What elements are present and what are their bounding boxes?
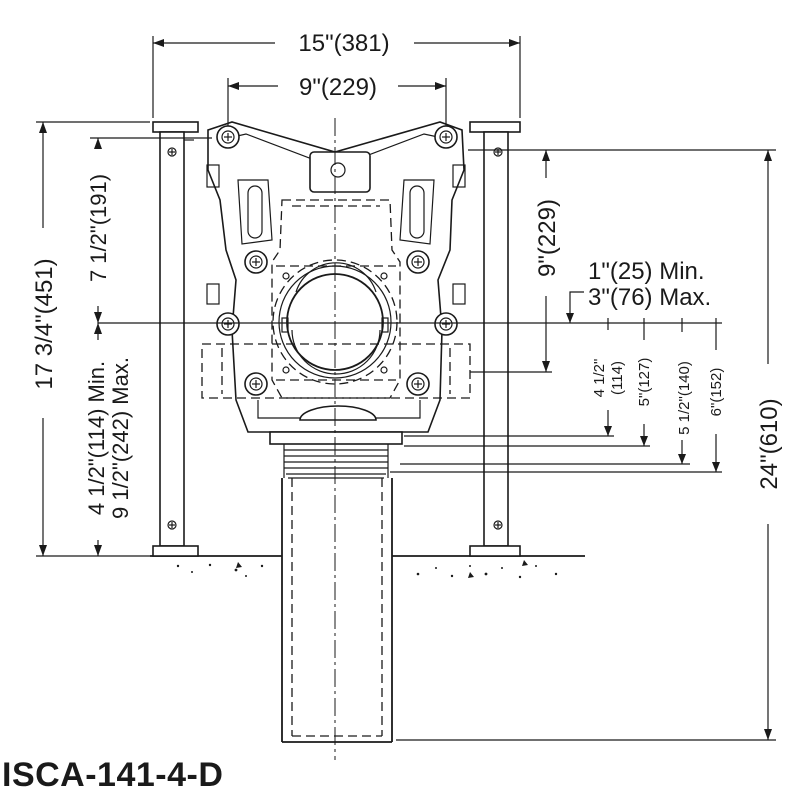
dim-overall-width: 15"(381): [152, 30, 521, 118]
left-upright: [152, 121, 199, 557]
mounting-bolts: [216, 125, 458, 396]
overall-width-label: 15"(381): [298, 30, 389, 57]
drop-4-5-label-a: 4 1/2": [591, 359, 608, 398]
overall-height-label: 24"(610): [756, 398, 783, 489]
outlet-max-label: 3"(76) Max.: [588, 284, 711, 311]
drop-5-label: 5"(127): [636, 358, 653, 407]
frame-height-label: 17 3/4"(451): [31, 258, 58, 389]
outlet-min-label: 1"(25) Min.: [588, 258, 705, 285]
right-upright: [469, 121, 521, 557]
dim-drop-6: 6"(152): [390, 318, 725, 473]
bolt-spacing-label: 9"(229): [299, 74, 377, 101]
upper-mount-label: 7 1/2"(191): [86, 174, 111, 282]
floor-range-max-label: 9 1/2"(242) Max.: [108, 357, 133, 519]
model-number-title: ISCA-141-4-D: [2, 756, 224, 794]
dim-frame-height: 17 3/4"(451): [31, 121, 150, 557]
dim-drop-5-5: 5 1/2"(140): [400, 318, 693, 465]
dim-center-to-top: 9"(229): [468, 149, 776, 373]
center-lines: [98, 118, 722, 760]
dim-floor-range: 4 1/2"(114) Min. 9 1/2"(242) Max.: [84, 323, 133, 556]
dim-overall-height: 24"(610): [396, 150, 783, 741]
drop-5-5-label: 5 1/2"(140): [676, 361, 693, 435]
floor-range-min-label: 4 1/2"(114) Min.: [84, 361, 109, 515]
dim-upper-mount: 7 1/2"(191): [86, 137, 212, 323]
floor-line: [150, 555, 585, 579]
drain-spigot: [269, 405, 403, 479]
dim-drop-5: 5"(127): [404, 318, 653, 447]
drop-6-label: 6"(152): [708, 368, 725, 417]
dim-outlet-range: 1"(25) Min. 3"(76) Max.: [566, 258, 711, 323]
hidden-lines: [201, 199, 471, 399]
center-to-top-label: 9"(229): [534, 199, 561, 277]
drain-pipe: [281, 478, 393, 743]
drop-4-5-label-b: (114): [609, 361, 626, 395]
dim-bolt-spacing: 9"(229): [227, 74, 447, 126]
dim-drop-4-5: 4 1/2" (114): [404, 318, 626, 437]
